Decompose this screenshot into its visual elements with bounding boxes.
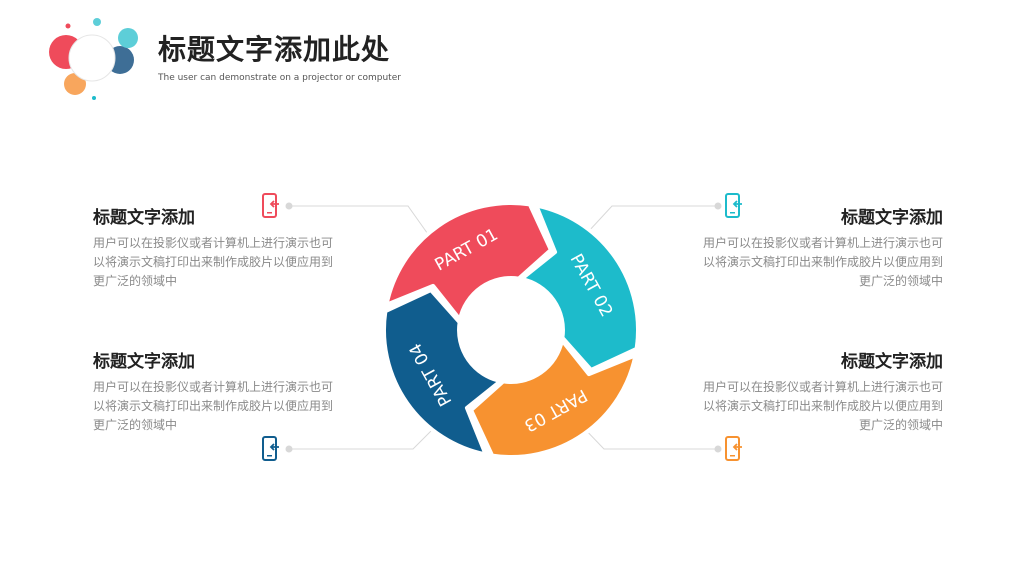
phone-icon [725, 436, 742, 461]
text-block-bottom-right: 标题文字添加 用户可以在投影仪或者计算机上进行演示也可以将演示文稿打印出来制作成… [703, 350, 943, 435]
text-block-top-right: 标题文字添加 用户可以在投影仪或者计算机上进行演示也可以将演示文稿打印出来制作成… [703, 206, 943, 291]
ring-segment-2 [519, 203, 641, 372]
text-block-top-left: 标题文字添加 用户可以在投影仪或者计算机上进行演示也可以将演示文稿打印出来制作成… [93, 206, 333, 291]
page-title: 标题文字添加此处 [158, 33, 391, 66]
block-body: 用户可以在投影仪或者计算机上进行演示也可以将演示文稿打印出来制作成胶片以便应用到… [703, 380, 944, 432]
bubble-logo-icon [49, 18, 138, 100]
block-title: 标题文字添加 [93, 208, 195, 228]
ring-segment-4 [381, 288, 503, 457]
block-body: 用户可以在投影仪或者计算机上进行演示也可以将演示文稿打印出来制作成胶片以便应用到… [93, 236, 334, 288]
ring-segment-3 [469, 338, 638, 460]
ring-segment-1 [384, 200, 553, 322]
block-body: 用户可以在投影仪或者计算机上进行演示也可以将演示文稿打印出来制作成胶片以便应用到… [93, 380, 334, 432]
page-subtitle: The user can demonstrate on a projector … [158, 73, 401, 83]
phone-icon [262, 436, 279, 461]
text-block-bottom-left: 标题文字添加 用户可以在投影仪或者计算机上进行演示也可以将演示文稿打印出来制作成… [93, 350, 333, 435]
block-title: 标题文字添加 [841, 208, 943, 228]
block-body: 用户可以在投影仪或者计算机上进行演示也可以将演示文稿打印出来制作成胶片以便应用到… [703, 236, 944, 288]
phone-icon [262, 193, 279, 218]
phone-icon [725, 193, 742, 218]
block-title: 标题文字添加 [93, 352, 195, 372]
block-title: 标题文字添加 [841, 352, 943, 372]
